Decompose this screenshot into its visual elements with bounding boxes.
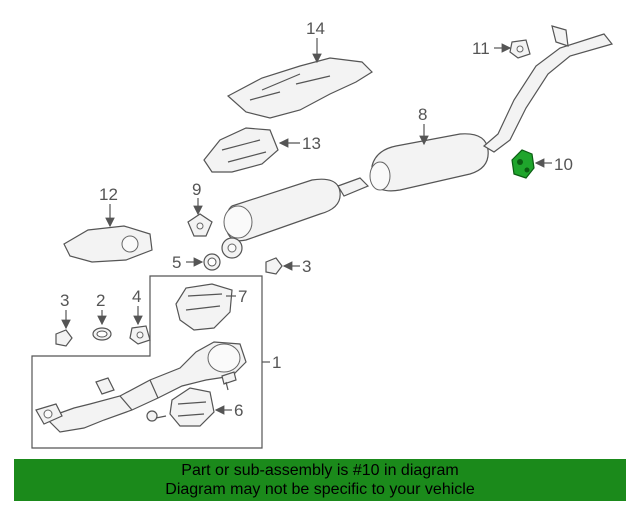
- callout-14: 14: [306, 19, 325, 38]
- callout-11: 11: [472, 39, 490, 58]
- callout-6: 6: [234, 401, 243, 420]
- callout-13: 13: [302, 134, 321, 153]
- assembly-bracket-part-1: [31, 275, 263, 449]
- callout-12: 12: [99, 185, 118, 204]
- nut-part-3-left: [55, 329, 73, 347]
- hanger-part-11: [509, 39, 531, 59]
- callout-2: 2: [96, 291, 105, 310]
- heat-shield-part-13: [203, 127, 279, 173]
- muffler-assembly-part-8: [223, 25, 614, 242]
- part-info-banner: Part or sub-assembly is #10 in diagram D…: [14, 459, 626, 501]
- nut-part-3-right: [265, 257, 283, 275]
- flange-gasket: [221, 237, 243, 259]
- callout-9: 9: [192, 180, 201, 199]
- converter-pipe-part-1: [35, 341, 247, 433]
- hanger-rubber-part-10: [511, 149, 535, 179]
- heat-shield-part-14: [226, 57, 373, 119]
- banner-line-2: Diagram may not be specific to your vehi…: [165, 481, 475, 498]
- callout-1: 1: [272, 353, 281, 372]
- callout-3-left: 3: [60, 291, 69, 310]
- callout-8: 8: [418, 105, 427, 124]
- callout-7: 7: [238, 287, 247, 306]
- callout-10: 10: [554, 155, 573, 174]
- flange-gasket-part-4: [129, 325, 151, 345]
- heat-shield-part-12: [63, 225, 153, 263]
- banner-line-1: Part or sub-assembly is #10 in diagram: [181, 462, 459, 479]
- callout-4: 4: [132, 287, 141, 306]
- exhaust-parts-diagram: 14 13 12 8 11 10: [31, 19, 614, 449]
- callout-3-right: 3: [302, 257, 311, 276]
- lower-shield-part-6: [169, 387, 215, 427]
- ring-gasket-part-5: [203, 253, 221, 271]
- callout-5: 5: [172, 253, 181, 272]
- gasket-part-2: [92, 327, 112, 341]
- flange-part-9: [187, 213, 213, 237]
- converter-shield-part-7: [175, 283, 233, 331]
